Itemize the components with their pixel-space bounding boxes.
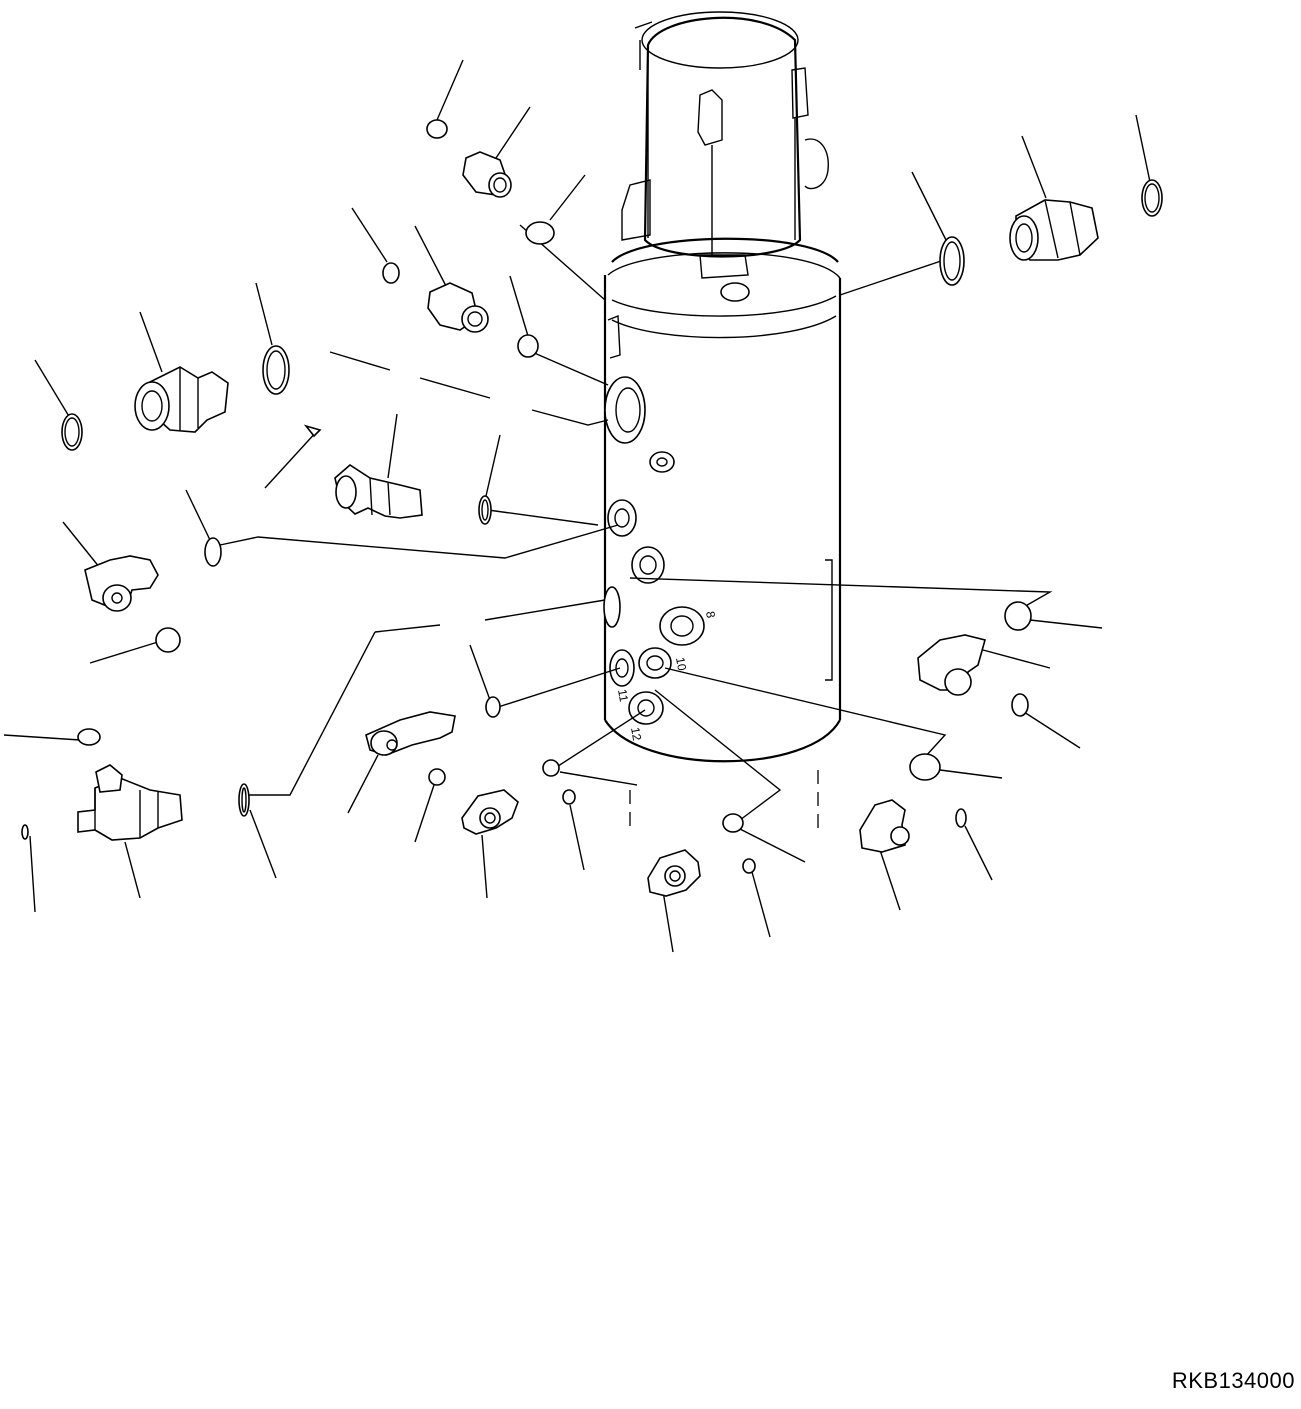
port-number-labels: 8 10 11 12	[615, 610, 718, 742]
port-8	[659, 606, 705, 646]
callout-leader-lines	[3, 59, 1151, 953]
port-10	[638, 647, 672, 679]
port-small-upper	[649, 451, 675, 473]
o-ring	[517, 334, 539, 358]
o-ring	[428, 768, 446, 786]
o-ring	[909, 753, 941, 781]
port-12	[628, 691, 664, 725]
elbow-adapter-center	[647, 849, 701, 897]
port-11	[609, 649, 635, 687]
o-ring	[722, 813, 744, 833]
straight-adapter-upper-mid	[427, 282, 489, 333]
port-6	[631, 546, 665, 584]
port-large-upper	[604, 376, 646, 444]
elbow-adapter-right-upper	[917, 634, 986, 696]
o-ring	[382, 262, 400, 284]
o-ring	[742, 858, 756, 874]
port-label-12: 12	[628, 726, 644, 742]
port-5	[607, 499, 637, 537]
o-ring	[1011, 693, 1029, 717]
swivel-joint-body: 8 10 11 12	[603, 11, 842, 830]
o-ring	[525, 221, 555, 245]
port-label-10: 10	[673, 656, 689, 672]
straight-adapter-large-left	[134, 366, 229, 433]
o-rings	[21, 119, 1163, 874]
port-side	[603, 586, 621, 628]
elbow-adapter-lower-left	[461, 789, 519, 835]
o-ring	[238, 783, 250, 817]
o-ring	[542, 759, 560, 777]
o-ring	[955, 808, 967, 828]
o-ring	[562, 789, 576, 805]
tee-adapter	[77, 764, 183, 841]
o-ring	[77, 728, 101, 746]
o-ring	[485, 696, 501, 718]
drawing-code: RKB134000	[1171, 1368, 1295, 1393]
o-ring	[204, 537, 222, 567]
top-cap-housing	[621, 11, 829, 302]
straight-adapter-top	[462, 151, 512, 198]
elbow-adapter-right-lower	[859, 799, 910, 853]
banjo-adapter	[365, 711, 456, 756]
o-ring	[21, 824, 29, 840]
o-ring	[155, 627, 181, 653]
port-label-8: 8	[703, 610, 718, 619]
o-ring	[426, 119, 448, 139]
port-label-11: 11	[615, 688, 631, 703]
body-ports	[603, 376, 705, 725]
straight-adapter-large-right	[1009, 199, 1099, 261]
elbow-adapter-left	[84, 555, 159, 612]
valve-cylinder	[603, 237, 842, 830]
port-connector-lines	[219, 224, 1053, 821]
elbow-45-adapter	[303, 424, 423, 519]
o-ring	[1004, 601, 1032, 631]
